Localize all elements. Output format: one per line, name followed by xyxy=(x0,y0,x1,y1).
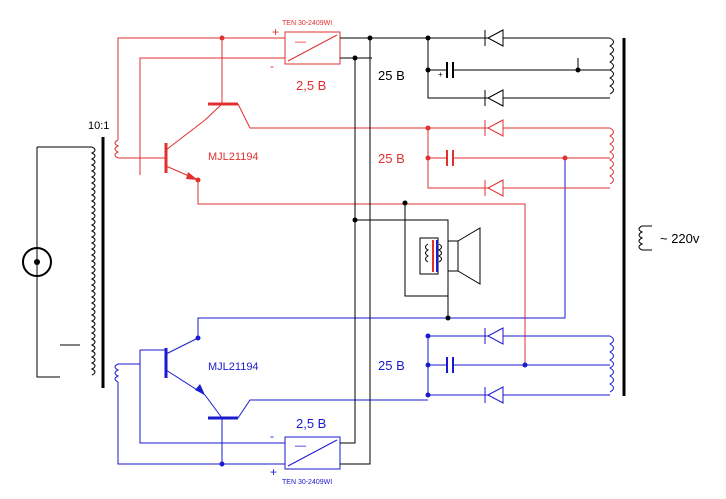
transistor-top xyxy=(140,35,526,365)
ratio-label: 10:1 xyxy=(88,120,109,132)
rail-mid-label: 25 B xyxy=(378,151,405,166)
secondary-winding-top xyxy=(114,37,222,175)
rail-bottom-label: 25 B xyxy=(378,358,405,373)
psu-bottom-model: TEN 30-2409WI xyxy=(282,479,332,486)
speaker xyxy=(419,227,481,285)
psu-bottom-minus: - xyxy=(270,429,274,443)
transistor-bottom-label: MJL21194 xyxy=(208,361,259,373)
svg-text:—: — xyxy=(295,440,306,452)
mains-primary xyxy=(638,225,652,251)
rectifier-mid xyxy=(425,119,610,197)
cap-top-plus: + xyxy=(438,70,443,79)
svg-text:—: — xyxy=(295,36,306,48)
psu-bottom-voltage: 2,5 B xyxy=(296,416,326,431)
center-bus xyxy=(340,35,451,465)
psu-top-model: TEN 30-2409WI xyxy=(282,20,332,27)
psu-top-minus: - xyxy=(270,59,274,73)
signal-source xyxy=(22,146,80,378)
psu-bottom-plus: + xyxy=(270,465,277,479)
psu-bottom: — xyxy=(139,350,341,470)
secondary-winding-bottom xyxy=(114,350,222,465)
input-transformer-primary xyxy=(60,146,96,376)
transistor-top-label: MJL21194 xyxy=(208,151,259,163)
mains-transformer-secondaries xyxy=(608,37,614,393)
rectifier-bottom xyxy=(425,327,610,404)
rectifier-top xyxy=(425,29,610,107)
transistor-bottom xyxy=(140,158,566,467)
psu-top-plus: + xyxy=(272,25,279,39)
psu-top: — xyxy=(139,31,341,175)
psu-top-voltage: 2,5 B xyxy=(296,78,326,93)
rail-top-label: 25 B xyxy=(378,68,405,83)
mains-voltage-label: ~ 220v xyxy=(660,231,700,246)
